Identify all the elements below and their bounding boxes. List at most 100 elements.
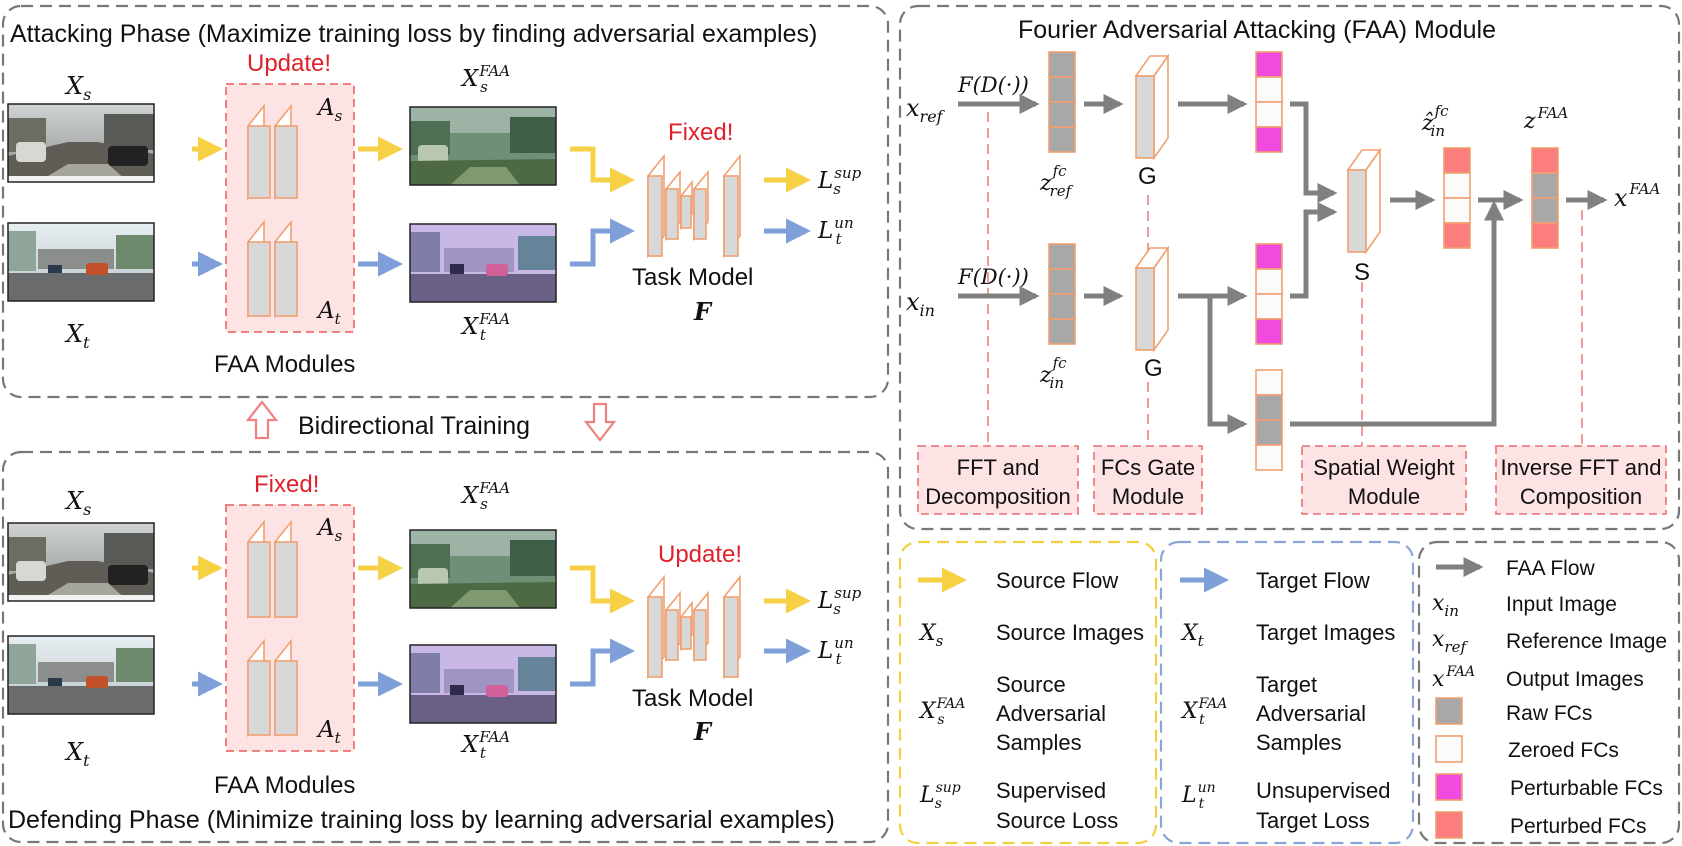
- faa-module-panel: [898, 4, 1681, 531]
- faa-flow-arrow: [1290, 101, 1338, 203]
- perturbed-fc-swatch: [1435, 811, 1463, 839]
- source-images-label: Xs: [64, 487, 91, 519]
- zeroed-fc-legend-label: Zeroed FCs: [1508, 739, 1619, 762]
- fft-decomp-fn-label: F(D(·)): [957, 73, 1029, 97]
- task-model-symbol: F: [693, 297, 713, 326]
- fcs-gate-module-box: FCs Gate Module: [1093, 445, 1203, 515]
- input-image-legend-label: Input Image: [1506, 593, 1617, 616]
- target-adv-legend-label: Target: [1256, 672, 1317, 697]
- perturbed-fc-legend-label: Perturbed FCs: [1510, 815, 1647, 838]
- target-adv-legend-label: Adversarial: [1256, 701, 1366, 726]
- adversary-source-blocks: [247, 103, 298, 201]
- faa-update-status: Update!: [247, 50, 331, 77]
- target-adversarial-image: [410, 224, 556, 302]
- adversary-source-blocks: [247, 519, 298, 620]
- xin-symbol: xin: [1432, 591, 1459, 620]
- xref-label: xref: [906, 94, 946, 126]
- spatial-weight-block: [1346, 147, 1382, 255]
- gated-ref-stack: [1255, 51, 1283, 153]
- task-model-blocks: [647, 153, 741, 259]
- target-image: [8, 636, 154, 714]
- zeroed-fc-swatch: [1435, 735, 1463, 763]
- source-adversarial-image: [410, 530, 556, 608]
- residual-fc-stack: [1255, 369, 1283, 471]
- source-adv-legend-label: Source: [996, 672, 1066, 697]
- faa-flow-legend-label: FAA Flow: [1506, 557, 1596, 580]
- svg-text:Spatial Weight: Spatial Weight: [1313, 455, 1454, 480]
- source-flow-arrow: [570, 146, 635, 193]
- source-image: [8, 523, 154, 601]
- fft-decomp-fn-label: F(D(·)): [957, 265, 1029, 289]
- adversary-target-blocks: [247, 638, 298, 738]
- gate-block-ref: [1134, 53, 1170, 161]
- svg-text:Composition: Composition: [1520, 484, 1642, 509]
- target-adv-legend-label: Samples: [1256, 730, 1342, 755]
- faa-module-title: Fourier Adversarial Attacking (FAA) Modu…: [1018, 16, 1496, 44]
- gate-block-in: [1134, 245, 1170, 353]
- svg-text:FFT and: FFT and: [957, 455, 1040, 480]
- perturbed-fc-stack: [1531, 147, 1559, 249]
- svg-text:Decomposition: Decomposition: [925, 484, 1071, 509]
- source-flow-arrow: [570, 565, 635, 614]
- target-loss-legend-label: Target Loss: [1256, 808, 1370, 833]
- defending-phase-panel: [1, 450, 890, 844]
- defending-phase-title: Defending Phase (Minimize training loss …: [8, 806, 835, 834]
- perturbable-fc-legend-label: Perturbable FCs: [1510, 777, 1663, 800]
- source-loss-legend-label: Supervised: [996, 778, 1106, 803]
- reference-image-legend-label: Reference Image: [1506, 630, 1667, 653]
- target-images-symbol: Xt: [1180, 621, 1205, 650]
- source-images-symbol: Xs: [918, 621, 944, 650]
- faa-legend-panel: [1417, 540, 1681, 845]
- At-label: At: [316, 298, 342, 328]
- task-model-blocks: [647, 574, 741, 680]
- source-loss-legend-label: Source Loss: [996, 808, 1118, 833]
- faa-modules-label: FAA Modules: [214, 772, 355, 799]
- bidirectional-training-label: Bidirectional Training: [298, 412, 530, 440]
- raw-fc-swatch: [1435, 697, 1463, 725]
- target-images-label: Xt: [64, 320, 90, 352]
- target-flow-arrow: [570, 218, 635, 267]
- faa-flow-arrow: [1198, 293, 1248, 434]
- source-image: [8, 104, 154, 182]
- faa-modules-label: FAA Modules: [214, 351, 355, 378]
- attacking-phase-panel: [1, 4, 890, 399]
- fft-decomposition-box: FFT and Decomposition: [917, 445, 1079, 515]
- task-model-fixed-status: Fixed!: [668, 119, 733, 146]
- source-adversarial-image: [410, 107, 556, 185]
- output-images-legend-label: Output Images: [1506, 668, 1644, 691]
- attacking-phase-title: Attacking Phase (Maximize training loss …: [10, 20, 817, 48]
- target-flow-arrow: [570, 638, 635, 687]
- source-flow-legend-label: Source Flow: [996, 568, 1118, 593]
- target-adversarial-image: [410, 645, 556, 723]
- faa-fixed-status: Fixed!: [254, 471, 319, 498]
- svg-text:Module: Module: [1112, 484, 1184, 509]
- source-adv-legend-label: Adversarial: [996, 701, 1106, 726]
- task-model-symbol: F: [693, 717, 713, 746]
- svg-text:Module: Module: [1348, 484, 1420, 509]
- inverse-fft-composition-box: Inverse FFT and Composition: [1495, 445, 1667, 515]
- zref-fc-stack: [1048, 51, 1076, 153]
- svg-text:FCs Gate: FCs Gate: [1101, 455, 1195, 480]
- adversary-target-blocks: [247, 219, 298, 319]
- spatial-weight-module-box: Spatial Weight Module: [1301, 445, 1467, 515]
- xref-symbol: xref: [1432, 627, 1468, 656]
- As-label: As: [316, 515, 343, 545]
- At-label: At: [316, 717, 342, 747]
- raw-fc-legend-label: Raw FCs: [1506, 702, 1592, 725]
- source-legend-panel: [898, 540, 1158, 845]
- target-image: [8, 223, 154, 301]
